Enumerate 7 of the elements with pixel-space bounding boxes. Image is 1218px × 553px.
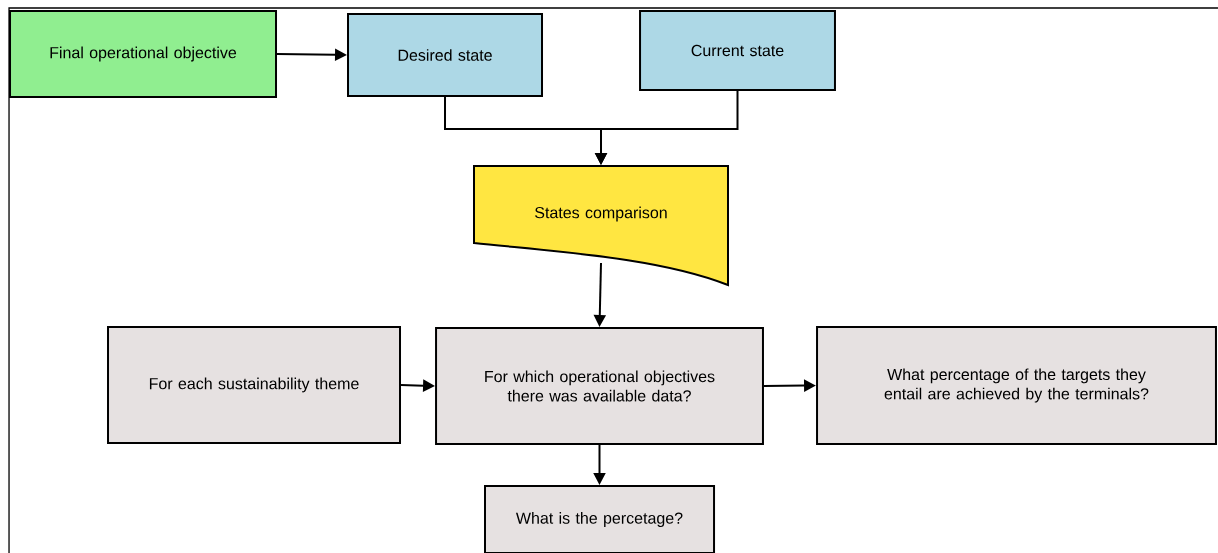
question-box: What percentage of the targets they entail are achieved by the terminals? bbox=[816, 325, 1217, 446]
process-box: Final operational objective bbox=[9, 10, 277, 98]
state-box: Current state bbox=[639, 10, 836, 91]
state-box: Desired state bbox=[347, 13, 543, 97]
question-box: For which operational objectives there was available data? bbox=[435, 327, 764, 445]
process-box: For each sustainability theme bbox=[107, 326, 401, 444]
question-box: What is the percetage? bbox=[483, 485, 716, 553]
